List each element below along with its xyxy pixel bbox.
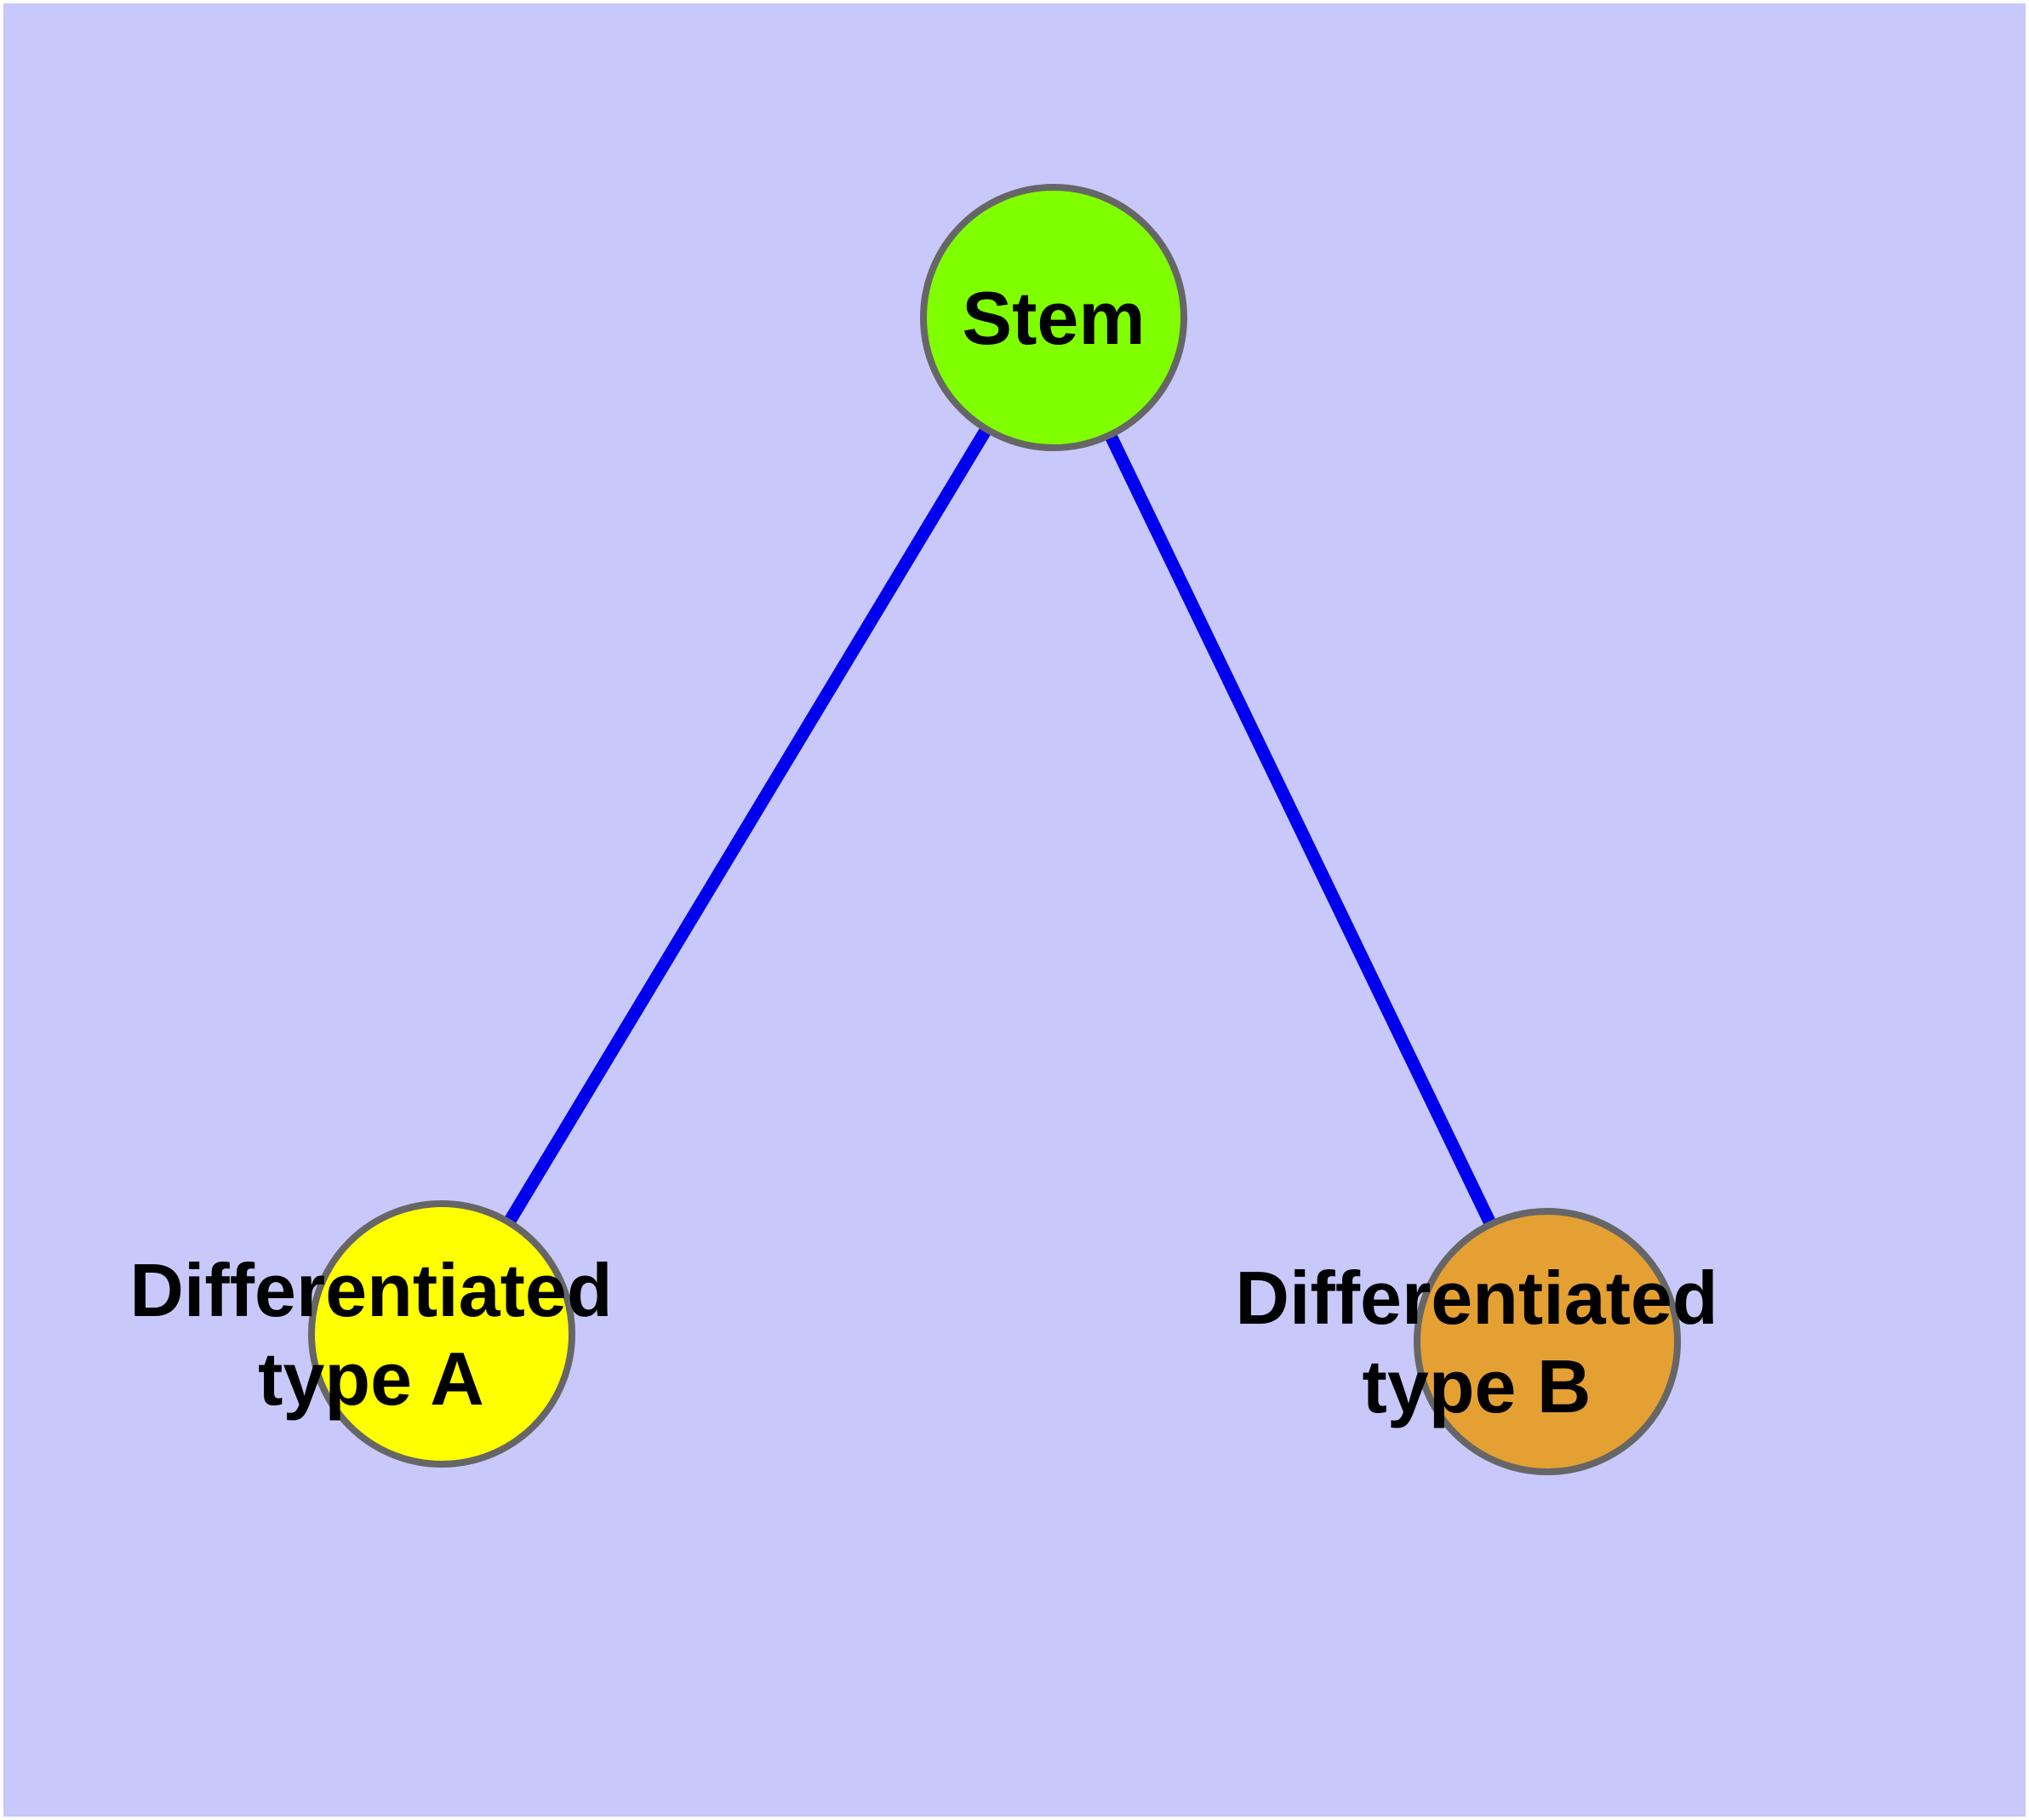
graph-edge[interactable] — [436, 314, 1060, 1337]
graph-node-diff_a[interactable] — [308, 1200, 575, 1468]
node-label-line: Differentiated — [129, 1248, 612, 1332]
graph-edge[interactable] — [1048, 314, 1553, 1345]
node-label-line: Differentiated — [1235, 1256, 1718, 1340]
node-circle-diff_a[interactable] — [308, 1200, 575, 1468]
graph-node-stem[interactable] — [920, 184, 1187, 451]
graph-node-diff_b[interactable] — [1414, 1208, 1681, 1475]
node-circle-diff_b[interactable] — [1414, 1208, 1681, 1475]
node-label-line: type A — [258, 1336, 484, 1421]
node-label-line: type B — [1363, 1344, 1592, 1428]
edges-layer — [436, 314, 1553, 1345]
node-circle-stem[interactable] — [920, 184, 1187, 451]
node-label-line: Stem — [962, 276, 1145, 360]
node-label-stem: Stem — [962, 276, 1145, 360]
